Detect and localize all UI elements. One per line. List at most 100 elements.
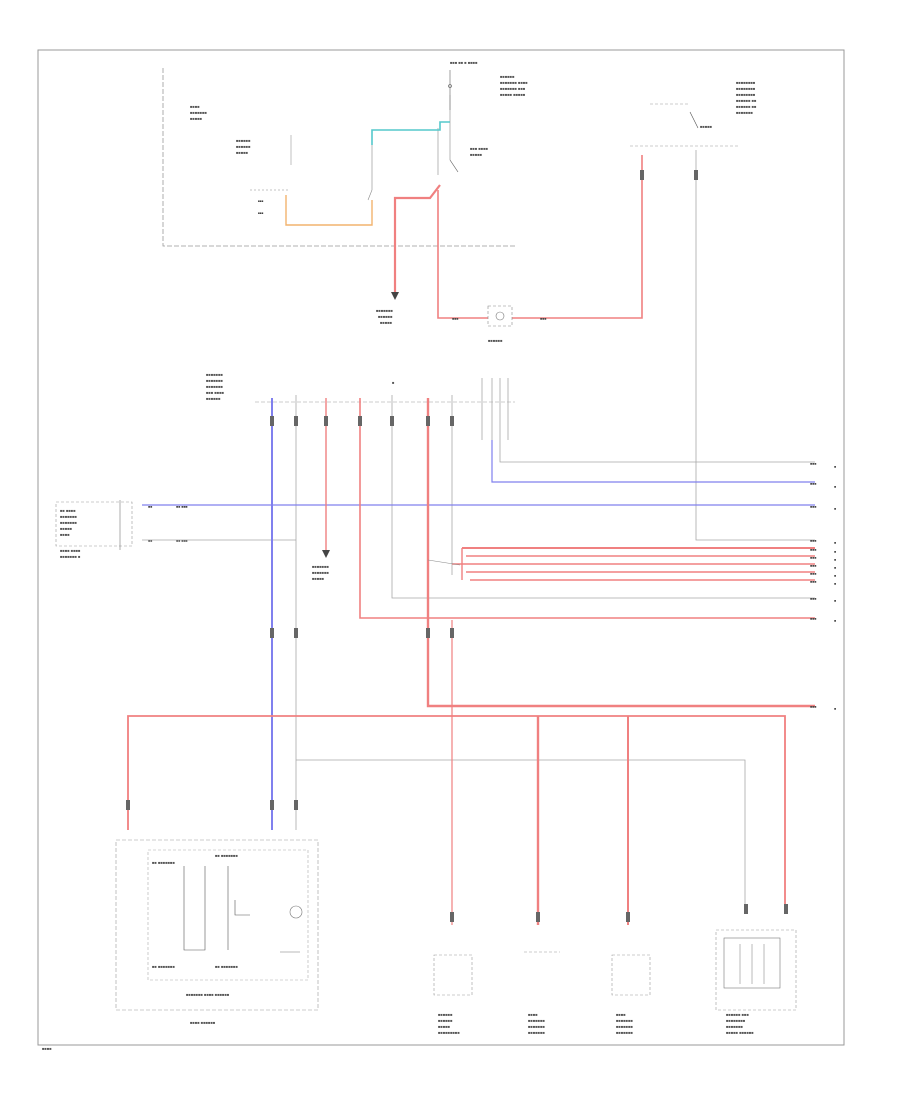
svg-text:■: ■ [834, 507, 836, 511]
bcm-connector-row: ■■■■■■■ ■■■■■■■ ■■■■■■■ ■■■ ■■■■ ■■■■■■ … [206, 372, 515, 403]
svg-text:■■■: ■■■ [810, 572, 816, 576]
buzzer: ■■■■■■ [487, 305, 513, 343]
wire-red-top-right [437, 155, 643, 319]
svg-text:■■■: ■■■ [810, 580, 816, 584]
svg-text:■■■: ■■■ [810, 548, 816, 552]
svg-text:■■■■■■ ■■■: ■■■■■■ ■■■ [726, 1012, 749, 1017]
svg-text:■■■■■■■■: ■■■■■■■■ [736, 80, 756, 85]
svg-text:■■■: ■■■ [810, 617, 816, 621]
wire-orange [285, 195, 373, 226]
svg-text:■■■■■■■■: ■■■■■■■■ [736, 92, 756, 97]
svg-text:■■■■■■■: ■■■■■■■ [736, 110, 753, 115]
svg-text:■■■■■: ■■■■■ [190, 116, 203, 121]
bottom-connector-1: ■■■■■■ ■■■■■■ ■■■■■ ■■■■■■■■■ [433, 954, 473, 1035]
svg-text:■■■■ ■■■■: ■■■■ ■■■■ [60, 548, 81, 553]
svg-text:■: ■ [834, 619, 836, 623]
svg-text:■■■■■■■: ■■■■■■■ [206, 384, 223, 389]
svg-text:■■■■■■: ■■■■■■ [206, 396, 221, 401]
svg-text:■■■■■■■ ■■■: ■■■■■■■ ■■■ [500, 86, 526, 91]
svg-text:■■■■■■■ ■: ■■■■■■■ ■ [60, 554, 81, 559]
svg-text:■: ■ [834, 465, 836, 469]
svg-text:■■■■■■■: ■■■■■■■ [616, 1018, 633, 1023]
left-sensor: ■■ ■■■■ ■■■■■■■ ■■■■■■■ ■■■■■ ■■■■ ■■■■ … [55, 500, 188, 559]
svg-text:■■■■■■■: ■■■■■■■ [528, 1024, 545, 1029]
svg-text:■■■■■■■■: ■■■■■■■■ [726, 1018, 746, 1023]
svg-text:■: ■ [834, 599, 836, 603]
svg-text:■■■: ■■■ [540, 317, 546, 321]
svg-text:■: ■ [834, 550, 836, 554]
svg-text:■■■■: ■■■■ [616, 1012, 626, 1017]
wire-cyan [371, 121, 450, 145]
svg-text:■■■■■: ■■■■■ [700, 124, 713, 129]
svg-text:■■■■■■■: ■■■■■■■ [312, 564, 329, 569]
svg-text:■■■■■■: ■■■■■■ [236, 144, 251, 149]
courtesy-lamp: ■■■■■■■ ■■■■■■■ ■■■■■ [312, 550, 330, 581]
svg-text:■■■■■■■: ■■■■■■■ [206, 372, 223, 377]
connector-pin-drops [200, 378, 815, 912]
bottom-connector-3: ■■■■ ■■■■■■■ ■■■■■■■ ■■■■■■■ [611, 954, 651, 1035]
svg-text:■■■■■■■: ■■■■■■■ [376, 308, 393, 313]
svg-text:■■■■■■■ ■■■■: ■■■■■■■ ■■■■ [500, 80, 528, 85]
seat-module: ■■ ■■■■■■■ ■■ ■■■■■■■ ■■ ■■■■■■■ ■■ ■■■■… [115, 839, 319, 1025]
svg-text:■: ■ [834, 707, 836, 711]
figure-id-label: ■■■■ [42, 1046, 52, 1051]
svg-text:■■■■■■■■■: ■■■■■■■■■ [438, 1030, 460, 1035]
svg-text:■■■■■■■: ■■■■■■■ [60, 520, 77, 525]
wire-red-top-left [393, 184, 441, 295]
svg-text:■■■: ■■■ [810, 597, 816, 601]
svg-text:■: ■ [834, 582, 836, 586]
svg-text:■■■: ■■■ [452, 317, 458, 321]
svg-text:■■■■: ■■■■ [190, 104, 200, 109]
svg-text:■■ ■■■: ■■ ■■■ [176, 539, 188, 543]
right-terminal-tags: ■■■■ ■■■■ ■■■■ ■■■■ ■■■■ ■■■■ ■■■■ ■■■■ … [810, 462, 836, 711]
svg-text:■■ ■■■■■■■: ■■ ■■■■■■■ [215, 853, 238, 858]
svg-text:■■■: ■■■ [810, 705, 816, 709]
diagram-frame [37, 49, 845, 1046]
svg-text:■: ■ [834, 566, 836, 570]
svg-text:■■■■■■■: ■■■■■■■ [616, 1024, 633, 1029]
svg-text:■■■: ■■■ [810, 556, 816, 560]
svg-text:■■■■■■■: ■■■■■■■ [726, 1024, 743, 1029]
svg-text:■■■■■■■ ■■■■ ■■■■■■: ■■■■■■■ ■■■■ ■■■■■■ [186, 992, 230, 997]
svg-text:■■■: ■■■ [810, 482, 816, 486]
svg-text:■: ■ [834, 485, 836, 489]
svg-text:■■■: ■■■ [258, 211, 264, 215]
connector-pins [126, 170, 788, 922]
svg-text:■■■■■: ■■■■■ [312, 576, 325, 581]
svg-text:■■■ ■■ ■ ■■■■: ■■■ ■■ ■ ■■■■ [450, 60, 478, 65]
svg-text:■■■ ■■■■: ■■■ ■■■■ [470, 146, 489, 151]
svg-text:■: ■ [392, 380, 395, 385]
svg-text:■■■■■■: ■■■■■■ [236, 138, 251, 143]
wire-gray-right [695, 150, 815, 541]
svg-text:■■■■: ■■■■ [528, 1012, 538, 1017]
svg-text:■■■■■ ■■■■■■: ■■■■■ ■■■■■■ [726, 1030, 754, 1035]
svg-text:■■■■ ■■■■■■: ■■■■ ■■■■■■ [190, 1020, 216, 1025]
svg-text:■■■■■■■: ■■■■■■■ [190, 110, 207, 115]
svg-text:■■■■■: ■■■■■ [236, 150, 249, 155]
svg-text:■■■■■■■: ■■■■■■■ [528, 1030, 545, 1035]
svg-text:■■■■■: ■■■■■ [438, 1024, 451, 1029]
svg-text:■■■■■: ■■■■■ [60, 526, 73, 531]
svg-text:■■ ■■■■■■■: ■■ ■■■■■■■ [152, 860, 175, 865]
svg-text:■■■■■ ■■■■■: ■■■■■ ■■■■■ [500, 92, 526, 97]
svg-text:■■■: ■■■ [810, 539, 816, 543]
svg-text:■: ■ [834, 574, 836, 578]
svg-text:■■ ■■■■: ■■ ■■■■ [60, 508, 76, 513]
red-wire-bundle [127, 398, 815, 925]
svg-text:■■■ ■■■■: ■■■ ■■■■ [206, 390, 225, 395]
ignition-switch [367, 70, 459, 201]
svg-text:■■■■■■■: ■■■■■■■ [528, 1018, 545, 1023]
svg-text:■■ ■■■: ■■ ■■■ [176, 505, 188, 509]
svg-text:■■■: ■■■ [810, 564, 816, 568]
svg-text:■■■■■■ ■■: ■■■■■■ ■■ [736, 98, 757, 103]
svg-text:■■■■■■: ■■■■■■ [438, 1012, 453, 1017]
svg-text:■■■■: ■■■■ [60, 532, 70, 537]
svg-text:■■■: ■■■ [810, 505, 816, 509]
svg-text:■■■■■■■: ■■■■■■■ [206, 378, 223, 383]
svg-text:■■■■■■: ■■■■■■ [378, 314, 393, 319]
svg-text:■■■■■■■: ■■■■■■■ [60, 514, 77, 519]
svg-text:■■■■■■■: ■■■■■■■ [312, 570, 329, 575]
bottom-connector-2: ■■■■ ■■■■■■■ ■■■■■■■ ■■■■■■■ [524, 951, 560, 1035]
top-right-switch: ■■■■■■■■ ■■■■■■■■ ■■■■■■■■ ■■■■■■ ■■ ■■■… [630, 80, 757, 147]
